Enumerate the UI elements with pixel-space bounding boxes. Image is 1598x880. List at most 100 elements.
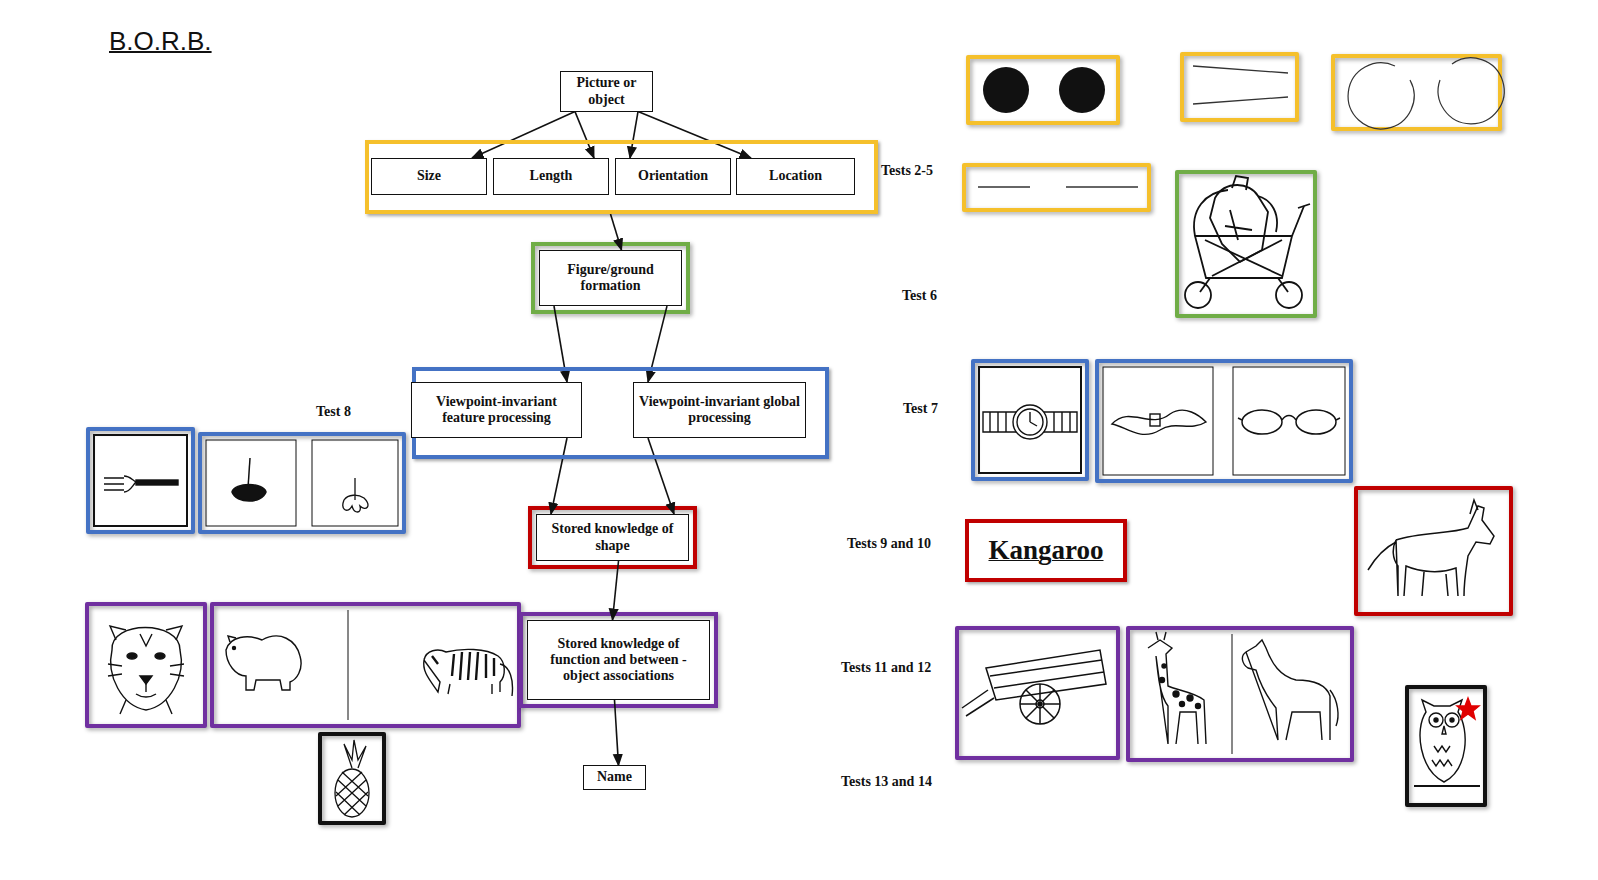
unusual-view-picture-part <box>343 495 368 512</box>
tiger-head-picture-part <box>108 634 184 714</box>
owl-picture-part <box>1429 713 1443 727</box>
overlapping-figure-pram <box>1185 176 1310 308</box>
inner-panels-part <box>206 440 296 526</box>
tiger-picture <box>424 649 513 696</box>
box-text: Location <box>765 168 826 184</box>
size-test-dots <box>983 67 1105 113</box>
fork-picture <box>104 476 178 492</box>
donkey-picture-part <box>1422 572 1424 596</box>
donkey-picture <box>1368 500 1494 596</box>
location-test-dashes-part <box>978 186 1030 187</box>
tiger-head-picture-part <box>136 684 156 697</box>
watch-picture <box>983 405 1077 439</box>
ladle-picture <box>232 458 266 501</box>
test-label: Test 7 <box>903 401 938 417</box>
test-label: Tests 13 and 14 <box>841 774 932 790</box>
test-label: Test 8 <box>316 404 351 420</box>
owl-picture-part <box>1450 718 1454 722</box>
pineapple-picture-part <box>336 772 368 815</box>
giraffe-picture-part <box>1156 632 1166 640</box>
belt-picture <box>1112 410 1206 434</box>
inner-panels-part <box>1103 367 1213 475</box>
fork-picture-part <box>124 476 136 492</box>
unusual-view-picture <box>343 478 368 512</box>
donkey-picture-part <box>1393 506 1494 596</box>
cart-picture <box>962 650 1106 724</box>
overlapping-figure-pram-part <box>1298 204 1310 208</box>
bear-picture-part <box>226 636 301 690</box>
owl-picture <box>1414 698 1480 786</box>
inner-panels-part <box>1233 367 1345 475</box>
picture-frames-part <box>1097 361 1351 481</box>
box-text: Picture or object <box>561 75 652 107</box>
belt-picture-part <box>1112 410 1206 434</box>
stage-band: Viewpoint-invariant feature processing Vi… <box>412 367 829 459</box>
picture-frames-part <box>973 361 1087 479</box>
flow-arrow <box>472 112 575 158</box>
tiger-head-picture <box>108 626 184 714</box>
box-text: Orientation <box>634 168 712 184</box>
picture-frames-part <box>964 165 1149 210</box>
picture-frames-part <box>1356 488 1511 614</box>
box-text: Kangaroo <box>984 536 1107 566</box>
box-text: Viewpoint-invariant feature processing <box>412 394 581 426</box>
picture-frames-part <box>212 604 519 726</box>
tiger-picture-part <box>500 664 513 696</box>
process-box: Size <box>371 158 487 195</box>
ladle-picture-part <box>232 485 266 502</box>
process-box: Name <box>583 765 646 789</box>
highlight-frame <box>521 614 716 706</box>
tiger-head-picture-part <box>110 626 182 640</box>
process-box: Viewpoint-invariant feature processing <box>411 382 582 438</box>
cart-picture-part <box>986 650 1106 700</box>
watch-picture-part <box>1013 405 1047 439</box>
picture-frames-part <box>320 734 384 823</box>
belt-picture-part <box>1150 414 1160 426</box>
picture-frames-part <box>968 57 1118 123</box>
overlapping-figure-pram-part <box>1195 236 1292 278</box>
giraffe-picture-part <box>1180 702 1185 707</box>
owl-picture-part <box>1442 726 1446 734</box>
orientation-test-circles-part <box>1348 63 1414 129</box>
process-box: Location <box>736 158 855 195</box>
process-box: Picture or object <box>560 71 653 111</box>
picture-frames-part <box>87 604 205 726</box>
bear-picture-part <box>228 636 236 642</box>
box-text: Figure/ground formation <box>540 262 681 294</box>
location-test-dashes-part <box>1066 186 1138 187</box>
overlapping-figure-pram-part <box>1276 282 1302 308</box>
process-box: Orientation <box>615 158 731 195</box>
giraffe-picture <box>1148 632 1206 744</box>
inner-panels-part <box>348 610 349 720</box>
unusual-view-picture-part <box>354 478 355 500</box>
flow-arrow <box>551 438 567 514</box>
inner-panels-part <box>312 440 398 526</box>
fork-picture-part <box>136 480 178 485</box>
pineapple-picture-part <box>344 740 366 768</box>
overlapping-figure-pram-part <box>1185 282 1211 308</box>
box-text: Viewpoint-invariant global processing <box>634 394 805 426</box>
bear-picture <box>226 636 301 690</box>
length-test-lines-part <box>1193 97 1288 104</box>
donkey-picture-part <box>1368 542 1396 570</box>
tiger-head-picture-part <box>111 628 182 711</box>
overlapping-figure-pram-part <box>1225 210 1252 240</box>
picture-frames-part <box>1333 56 1500 129</box>
glasses-picture-part <box>1242 410 1282 434</box>
box-text: Name <box>593 769 636 785</box>
test-label: Tests 11 and 12 <box>841 660 931 676</box>
glasses-picture <box>1238 410 1340 434</box>
giraffe-picture-part <box>1162 664 1166 668</box>
tiger-head-picture-part <box>155 653 165 659</box>
overlapping-figure-pram-part <box>1292 206 1304 236</box>
location-test-dashes <box>978 186 1138 187</box>
flow-arrow <box>615 700 619 765</box>
box-text: Size <box>413 168 445 184</box>
highlight-frame <box>530 508 695 567</box>
picture-frames-part <box>957 628 1118 758</box>
giraffe-picture-part <box>1196 704 1201 709</box>
overlapping-figure-pram-part <box>1205 240 1282 276</box>
horse-picture-part <box>1242 640 1330 740</box>
